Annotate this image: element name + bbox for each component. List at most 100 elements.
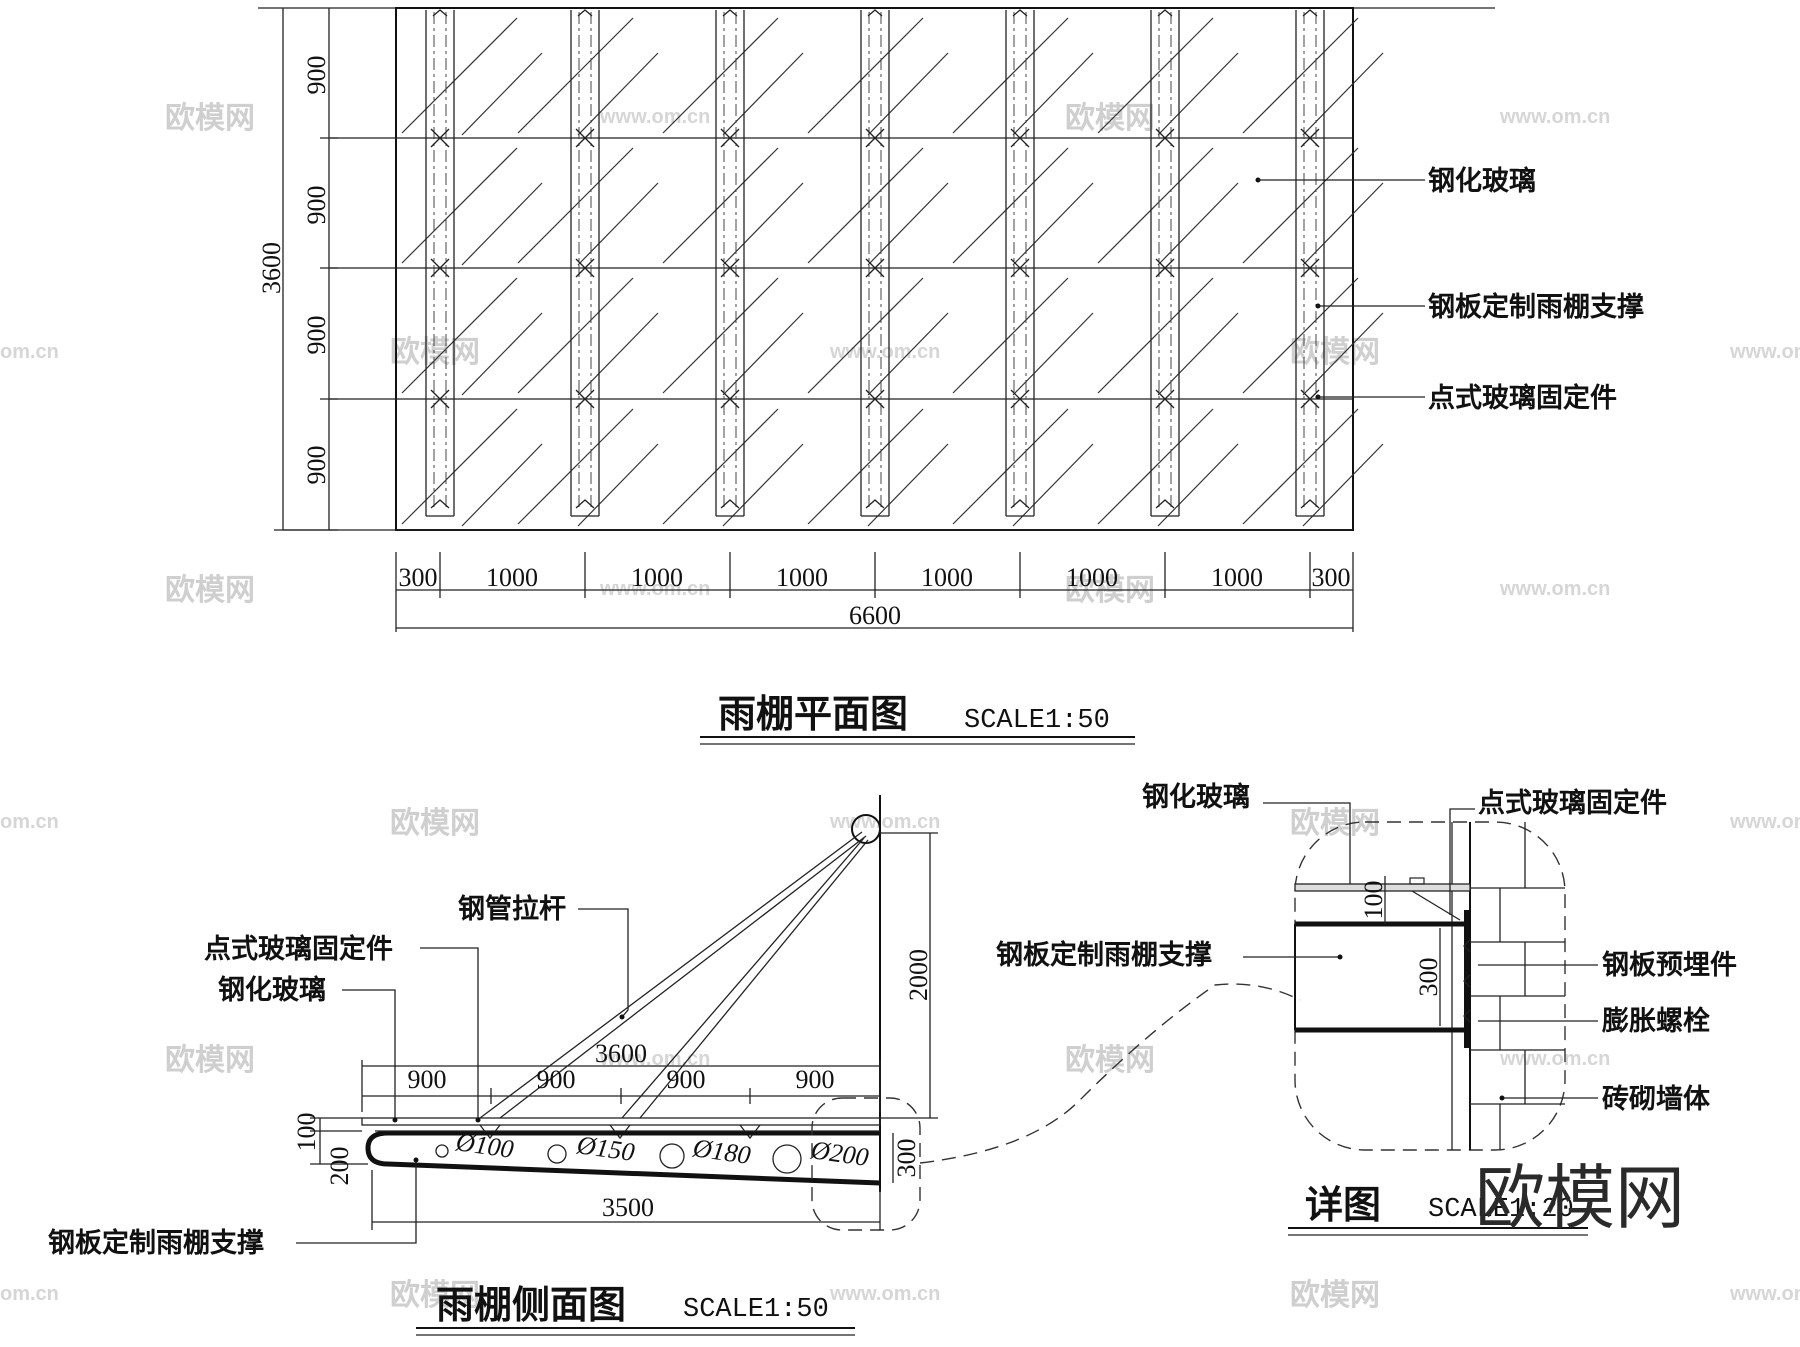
- support-beam: [1295, 9, 1325, 517]
- tie-rod: [479, 831, 863, 1119]
- point-fixing-icon: [865, 389, 885, 409]
- glass-hatch-line: [1157, 312, 1239, 396]
- dim-label: 900: [667, 1065, 706, 1094]
- label-tempered-glass: 钢化玻璃: [218, 975, 326, 1006]
- label-tempered-glass: 钢化玻璃: [1142, 782, 1250, 813]
- glass-hatch-line: [401, 408, 518, 525]
- glass-hatch-line: [867, 182, 949, 266]
- dim-label: 900: [796, 1065, 835, 1094]
- glass-hatch-line: [517, 147, 634, 264]
- point-fixing-icon: [1300, 258, 1320, 278]
- label-expansion-bolt: 膨胀螺栓: [1602, 1006, 1710, 1037]
- point-fixing-icon: [1155, 258, 1175, 278]
- side-title: 雨棚侧面图: [436, 1283, 626, 1327]
- dim-label: 3500: [602, 1193, 654, 1222]
- point-fixing-icon: [720, 258, 740, 278]
- tie-rod: [621, 837, 865, 1119]
- glass-hatch-line: [662, 277, 779, 394]
- embedded-plate: [1464, 910, 1470, 1048]
- point-fixing-icon: [1155, 128, 1175, 148]
- glass-hatch-line: [952, 147, 1069, 264]
- point-fixing-icon: [1300, 389, 1320, 409]
- dim-label: 100: [292, 1113, 321, 1152]
- plan-horizontal-dimensions: 300 1000 1000 1000 1000 1000 1000 300 66…: [395, 552, 1354, 632]
- dim-label: 900: [302, 316, 331, 355]
- watermark-url: www.om.cn: [1729, 1283, 1800, 1305]
- point-fixing-icon: [430, 258, 450, 278]
- label-brick-wall: 砖砌墙体: [1602, 1084, 1711, 1115]
- point-fixing-icon: [575, 258, 595, 278]
- dim-label: 200: [325, 1147, 354, 1186]
- dim-label: 900: [302, 56, 331, 95]
- dim-label: 900: [537, 1065, 576, 1094]
- side-scale: SCALE1:50: [683, 1295, 829, 1325]
- canopy-plan-view: 900 900 900 900 3600 300 1000 1000 1000 …: [257, 7, 1644, 745]
- glass-hatch-line: [662, 147, 779, 264]
- glass-hatch-line: [1242, 147, 1359, 264]
- glass-hatch-line: [1242, 17, 1359, 134]
- point-fixing-icon: [1010, 389, 1030, 409]
- label-steel-tie-rod: 钢管拉杆: [458, 893, 566, 925]
- canopy-detail-view: 100 300 钢化玻璃 点式玻璃固定件 钢板定制雨棚支撑 钢板预埋件 膨胀螺栓…: [996, 782, 1737, 1239]
- watermark-url: www.om.cn: [829, 341, 940, 363]
- glass-hatch-line: [722, 182, 804, 266]
- glass-hatch-line: [662, 17, 779, 134]
- glass-hatch-line: [517, 408, 634, 525]
- glass-hatch-line: [517, 17, 634, 134]
- point-fixing-icon: [1155, 389, 1175, 409]
- point-fixing-icon: [575, 389, 595, 409]
- glass-hatch-line: [1157, 182, 1239, 266]
- watermark-brand: 欧模网: [390, 335, 480, 370]
- point-fixing-icon: [865, 128, 885, 148]
- glass-hatch-line: [401, 147, 518, 264]
- point-fixing-icon: [575, 128, 595, 148]
- glass-hatch-line: [1302, 52, 1384, 136]
- watermark-url: www.om.cn: [829, 811, 940, 833]
- support-beams: [425, 9, 1325, 517]
- watermark-url: om.cn: [0, 341, 59, 363]
- dim-label: 900: [302, 186, 331, 225]
- glass-hatch-line: [1242, 277, 1359, 394]
- dim-label: 300: [1312, 563, 1351, 592]
- dim-label: 1000: [631, 563, 683, 592]
- glass-hatch-line: [722, 443, 804, 527]
- tie-rod: [499, 835, 867, 1119]
- glass-hatch-line: [461, 443, 543, 527]
- support-beam-outline: [365, 1130, 881, 1186]
- watermark-brand: 欧模网: [165, 1043, 255, 1078]
- watermark-brand: 欧模网: [165, 573, 255, 608]
- glass-hatch-line: [577, 443, 659, 527]
- glass-hatch-line: [401, 17, 518, 134]
- label-point-fixing: 点式玻璃固定件: [204, 933, 393, 965]
- watermark-layer: 欧模网 www.om.cn 欧模网 www.om.cn om.cn 欧模网 ww…: [0, 101, 1800, 1313]
- side-top-dimensions: 900 900 900 900 3600: [361, 1039, 881, 1112]
- hole-label: Ø180: [690, 1133, 752, 1170]
- glass-hatch-line: [461, 182, 543, 266]
- detail-callout-bubble: [811, 1097, 921, 1231]
- glass-hatch-line: [807, 408, 924, 525]
- point-fixing-icon: [1010, 258, 1030, 278]
- glass-hatch-line: [1302, 182, 1384, 266]
- watermark-brand: 欧模网: [1290, 1278, 1380, 1313]
- glass-hatch-line: [1097, 147, 1214, 264]
- glass-hatch-line: [952, 277, 1069, 394]
- glass-hatch-line: [952, 17, 1069, 134]
- glass-hatching: [401, 17, 1384, 527]
- glass-hatch-line: [1302, 443, 1384, 527]
- watermark-brand: 欧模网: [1065, 1043, 1155, 1078]
- dim-label: 900: [302, 446, 331, 485]
- glass-hatch-line: [1097, 277, 1214, 394]
- glass-hatch-line: [1242, 408, 1359, 525]
- glass-hatch-line: [807, 17, 924, 134]
- dim-label: 1000: [776, 563, 828, 592]
- detail-callout-link: [919, 983, 1301, 1164]
- support-beam: [1005, 9, 1035, 517]
- glass-hatch-line: [577, 312, 659, 396]
- glass-hatch-line: [461, 312, 543, 396]
- dim-label: 1000: [486, 563, 538, 592]
- detail-scale: SCALE1:20: [1428, 1195, 1574, 1225]
- watermark-brand: 欧模网: [1290, 335, 1380, 370]
- support-beam: [860, 9, 890, 517]
- plan-grid-lines: [283, 137, 1353, 531]
